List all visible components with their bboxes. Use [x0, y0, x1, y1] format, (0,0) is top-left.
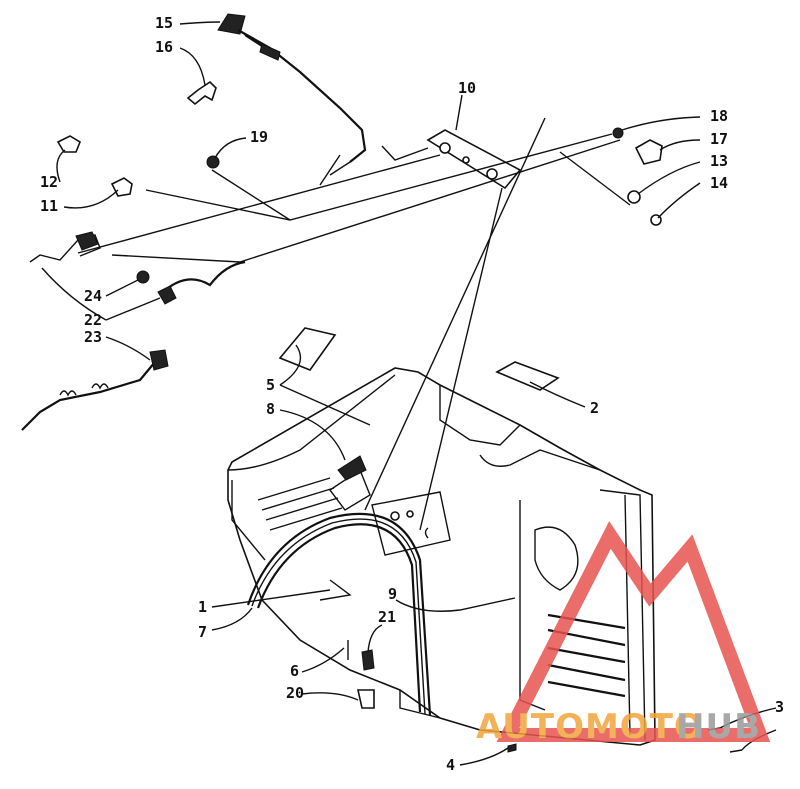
- nut-24: [136, 270, 150, 284]
- callout-23: 23: [84, 328, 102, 346]
- callout-16: 16: [155, 38, 173, 56]
- callout-17: 17: [710, 130, 728, 148]
- callout-21: 21: [378, 608, 396, 626]
- callout-1: 1: [198, 598, 207, 616]
- clip-21: [361, 649, 375, 671]
- throttle-cable: [217, 13, 367, 186]
- callout-14: 14: [710, 174, 728, 192]
- key-switch-harness: [29, 231, 246, 305]
- watermark: AUTOMOTO HUB: [476, 521, 771, 747]
- screw-4: [507, 743, 517, 753]
- bracket-20: [357, 689, 375, 709]
- knob: [56, 135, 81, 153]
- watermark-text-gray: HUB: [676, 707, 761, 747]
- control-plate: [426, 129, 522, 190]
- watermark-triangle-icon: [496, 521, 771, 742]
- light-harness: [21, 349, 169, 431]
- callout-9: 9: [388, 585, 397, 603]
- callout-24: 24: [84, 287, 102, 305]
- callout-20: 20: [286, 684, 304, 702]
- callout-labels: 15 16 10 19 18 17 13 14 12 11 24 22 23 5…: [40, 14, 784, 774]
- washer-13: [627, 190, 641, 204]
- grommet: [206, 155, 220, 169]
- callout-2: 2: [590, 399, 599, 417]
- callout-3: 3: [775, 698, 784, 716]
- nut-18: [612, 127, 624, 139]
- callout-18: 18: [710, 107, 728, 125]
- callout-13: 13: [710, 152, 728, 170]
- leader-lines: [41, 21, 777, 766]
- decals: [278, 327, 560, 391]
- watermark-text-orange: AUTOMOTO: [476, 707, 704, 747]
- callout-12: 12: [40, 173, 58, 191]
- toggle-switch: [634, 139, 663, 165]
- callout-6: 6: [290, 662, 299, 680]
- callout-22: 22: [84, 311, 102, 329]
- callout-4: 4: [446, 756, 455, 774]
- callout-7: 7: [198, 623, 207, 641]
- callout-19: 19: [250, 128, 268, 146]
- callout-5: 5: [266, 376, 275, 394]
- edge-trim: [246, 512, 432, 716]
- callout-15: 15: [155, 14, 173, 32]
- callout-8: 8: [266, 400, 275, 418]
- choke-bracket: [186, 80, 217, 106]
- callout-10: 10: [458, 79, 476, 97]
- callout-11: 11: [40, 197, 58, 215]
